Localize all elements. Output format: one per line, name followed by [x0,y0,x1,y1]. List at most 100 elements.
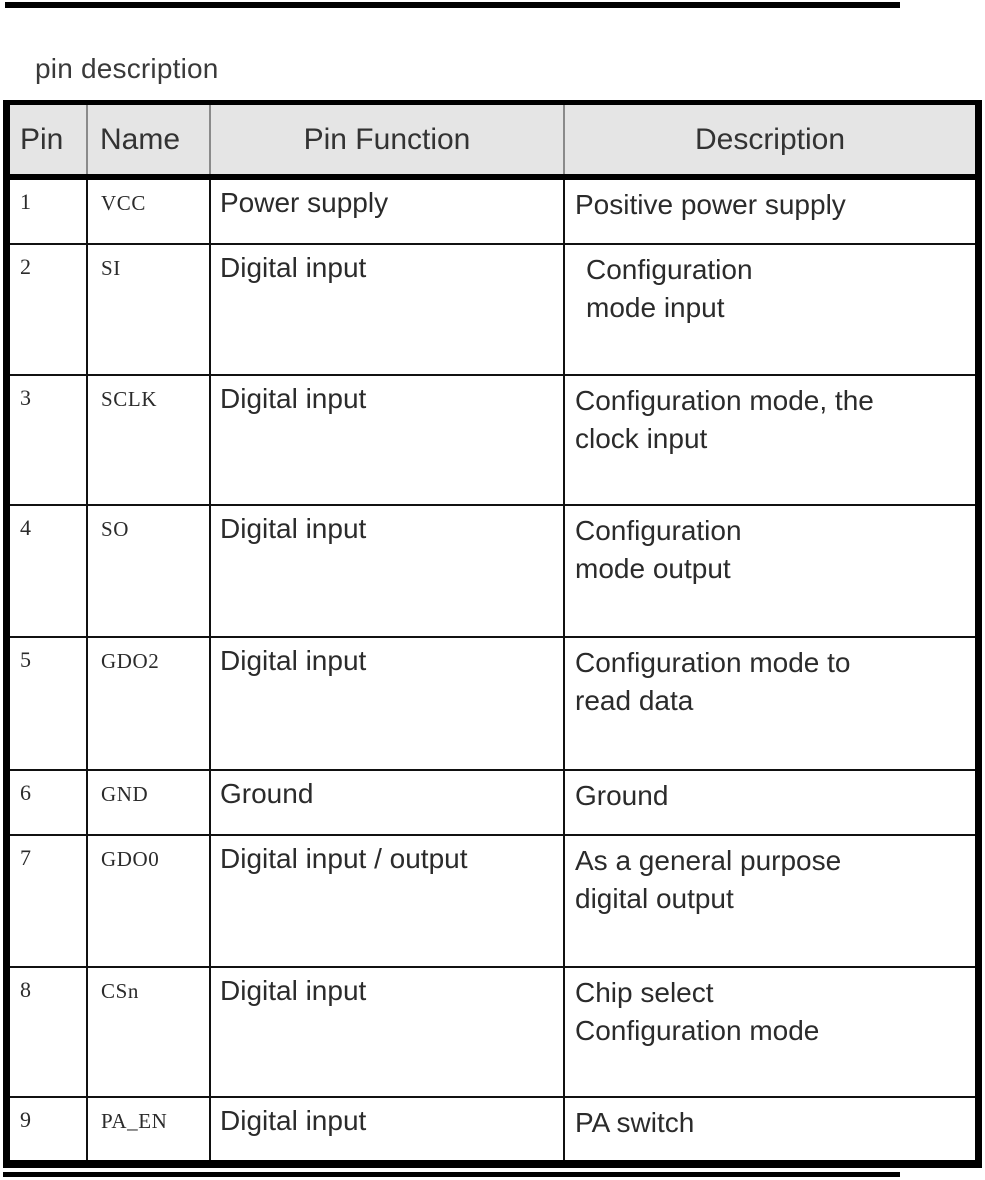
cell-name: SCLK [87,375,211,506]
description-line: As a general purpose [575,845,842,876]
pin-description-table-container: Pin Name Pin Function Description 1 VCC … [3,100,982,1168]
cell-name: SO [87,505,211,638]
cell-pin: 3 [10,375,88,506]
bottom-horizontal-rule [3,1172,900,1177]
description-line: Configuration mode, the [575,385,874,416]
description-line: read data [575,684,694,716]
cell-description: Positive power supply [564,177,975,245]
description-line: mode output [575,552,731,584]
cell-description: As a general purpose digital output [564,835,975,968]
cell-name: GDO2 [87,637,211,771]
pin-number: 1 [20,189,31,214]
table-row: 6 GND Ground Ground [10,770,975,836]
cell-pin: 1 [10,177,88,245]
column-header-function: Pin Function [210,105,565,180]
cell-function: Digital input [210,967,565,1098]
cell-description: Chip select Configuration mode [564,967,975,1098]
table-row: 2 SI Digital input Configuration mode in… [10,244,975,376]
cell-function: Digital input [210,375,565,506]
cell-name: PA_EN [87,1097,211,1160]
pin-name: PA_EN [101,1109,168,1133]
description-line: PA switch [575,1107,695,1138]
pin-number: 3 [20,385,31,410]
pin-function: Digital input [220,1105,367,1136]
cell-function: Ground [210,770,565,836]
pin-description: Configuration mode to read data [565,638,975,720]
pin-function: Ground [220,778,314,809]
table-row: 1 VCC Power supply Positive power supply [10,177,975,245]
pin-number: 2 [20,254,31,279]
cell-function: Power supply [210,177,565,245]
cell-pin: 8 [10,967,88,1098]
top-horizontal-rule [5,2,900,8]
cell-description: Ground [564,770,975,836]
cell-name: SI [87,244,211,376]
cell-pin: 5 [10,637,88,771]
pin-number: 9 [20,1107,31,1132]
column-header-name: Name [87,105,211,180]
pin-description: As a general purpose digital output [565,836,975,918]
description-line: Chip select [575,977,714,1008]
table-row: 3 SCLK Digital input Configuration mode,… [10,375,975,506]
cell-description: Configuration mode, the clock input [564,375,975,506]
table-row: 4 SO Digital input Configuration mode ou… [10,505,975,638]
pin-name: GDO0 [101,847,160,871]
cell-function: Digital input [210,1097,565,1160]
pin-name: SO [101,517,130,541]
cell-pin: 6 [10,770,88,836]
cell-name: VCC [87,177,211,245]
description-line: Configuration [575,515,742,546]
pin-description: Chip select Configuration mode [565,968,975,1050]
pin-number: 6 [20,780,31,805]
column-header-pin: Pin [10,105,88,180]
table-row: 7 GDO0 Digital input / output As a gener… [10,835,975,968]
cell-pin: 2 [10,244,88,376]
pin-number: 7 [20,845,31,870]
cell-function: Digital input [210,637,565,771]
cell-function: Digital input [210,244,565,376]
table-header: Pin Name Pin Function Description [10,105,975,180]
pin-name: GDO2 [101,649,160,673]
pin-function: Digital input [220,513,367,544]
cell-description: PA switch [564,1097,975,1160]
description-line: Configuration [586,254,753,285]
pin-number: 4 [20,515,31,540]
cell-pin: 7 [10,835,88,968]
pin-name: GND [101,782,149,806]
cell-function: Digital input [210,505,565,638]
description-line: Configuration mode to [575,647,851,678]
pin-description: Configuration mode, the clock input [565,376,975,458]
pin-description: PA switch [565,1098,975,1142]
table-header-row: Pin Name Pin Function Description [10,105,975,180]
cell-pin: 4 [10,505,88,638]
description-line: clock input [575,422,708,454]
pin-description-table: Pin Name Pin Function Description 1 VCC … [10,105,975,1160]
pin-description: Ground [565,771,975,815]
cell-name: GDO0 [87,835,211,968]
table-body: 1 VCC Power supply Positive power supply… [10,177,975,1160]
pin-function: Digital input [220,383,367,414]
column-header-description: Description [564,105,975,180]
pin-number: 5 [20,647,31,672]
pin-function: Digital input [220,975,367,1006]
description-line: Ground [575,780,669,811]
pin-name: VCC [101,191,146,215]
description-line: Configuration mode [575,1014,820,1046]
description-line: digital output [575,882,734,914]
pin-function: Digital input [220,252,367,283]
pin-description: Configuration mode input [565,245,975,327]
cell-description: Configuration mode input [564,244,975,376]
description-line: Positive power supply [575,189,846,220]
cell-name: CSn [87,967,211,1098]
cell-description: Configuration mode to read data [564,637,975,771]
cell-name: GND [87,770,211,836]
description-line: mode input [586,291,725,323]
pin-description: Positive power supply [565,180,975,224]
pin-function: Digital input [220,645,367,676]
cell-pin: 9 [10,1097,88,1160]
pin-name: SI [101,256,121,280]
page-title: pin description [35,53,219,84]
pin-description: Configuration mode output [565,506,975,588]
pin-name: SCLK [101,387,158,411]
table-row: 9 PA_EN Digital input PA switch [10,1097,975,1160]
